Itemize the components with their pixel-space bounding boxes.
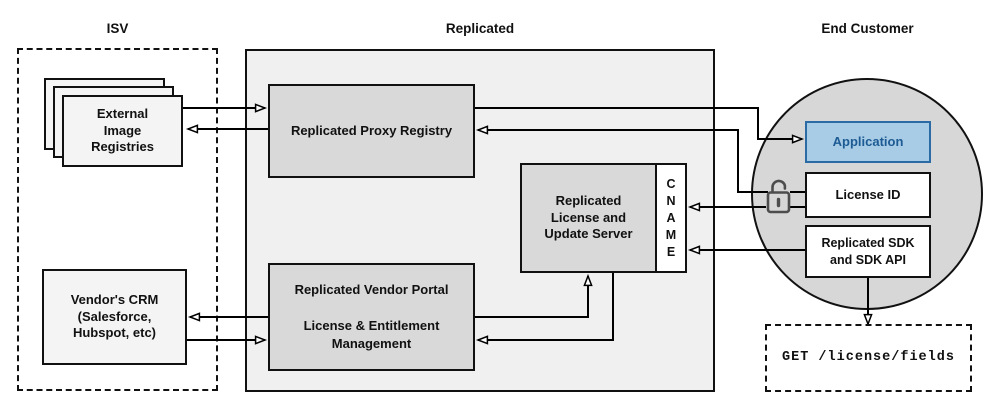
license-id-node: License ID [805, 172, 931, 218]
application-node: Application [805, 121, 931, 163]
proxy-registry-node: Replicated Proxy Registry [268, 84, 475, 178]
get-license-fields-node: GET /license/fields [765, 324, 972, 392]
cname-letter: M [665, 227, 677, 242]
isv-section-title: ISV [106, 21, 129, 36]
external-image-registries-node: External Image Registries [62, 95, 183, 167]
cname-letter: C [666, 176, 676, 191]
cname-letter: A [666, 210, 676, 225]
cname-letter: E [666, 244, 676, 259]
cname-letter: N [666, 193, 676, 208]
replicated-section-title: Replicated [445, 21, 515, 36]
license-update-server-node: Replicated License and Update Server [520, 163, 657, 273]
cname-node: C N A M E [655, 163, 687, 273]
vendor-portal-node: Replicated Vendor Portal License & Entit… [268, 263, 475, 371]
end-customer-section-title: End Customer [821, 21, 914, 36]
replicated-sdk-node: Replicated SDK and SDK API [805, 225, 931, 278]
vendor-crm-node: Vendor's CRM (Salesforce, Hubspot, etc) [42, 269, 187, 365]
